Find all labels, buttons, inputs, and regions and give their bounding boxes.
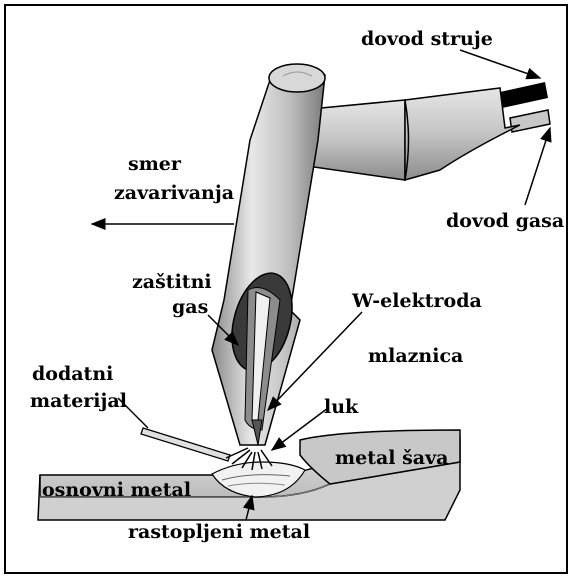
label-nozzle: mlaznica xyxy=(368,347,463,366)
supply-lines xyxy=(500,82,550,132)
filler-rod xyxy=(141,428,230,461)
label-welding-direction-line1: smer xyxy=(128,155,181,174)
label-base-metal: osnovni metal xyxy=(42,481,191,500)
label-weld-metal: metal šava xyxy=(335,449,448,468)
label-filler-line1: dodatni xyxy=(32,365,113,384)
label-molten-metal: rastopljeni metal xyxy=(128,523,310,542)
label-filler-line2: materijal xyxy=(30,392,127,411)
torch-body xyxy=(212,64,325,445)
label-power-supply: dovod struje xyxy=(361,30,493,49)
label-shielding-gas-line2: gas xyxy=(172,298,208,317)
label-shielding-gas-line1: zaštitni xyxy=(132,273,212,292)
torch-handle-arm xyxy=(300,88,520,180)
label-arc: luk xyxy=(324,398,358,417)
label-electrode: W-elektroda xyxy=(352,292,482,311)
label-gas-supply: dovod gasa xyxy=(446,212,564,231)
label-welding-direction-line2: zavarivanja xyxy=(114,184,234,203)
